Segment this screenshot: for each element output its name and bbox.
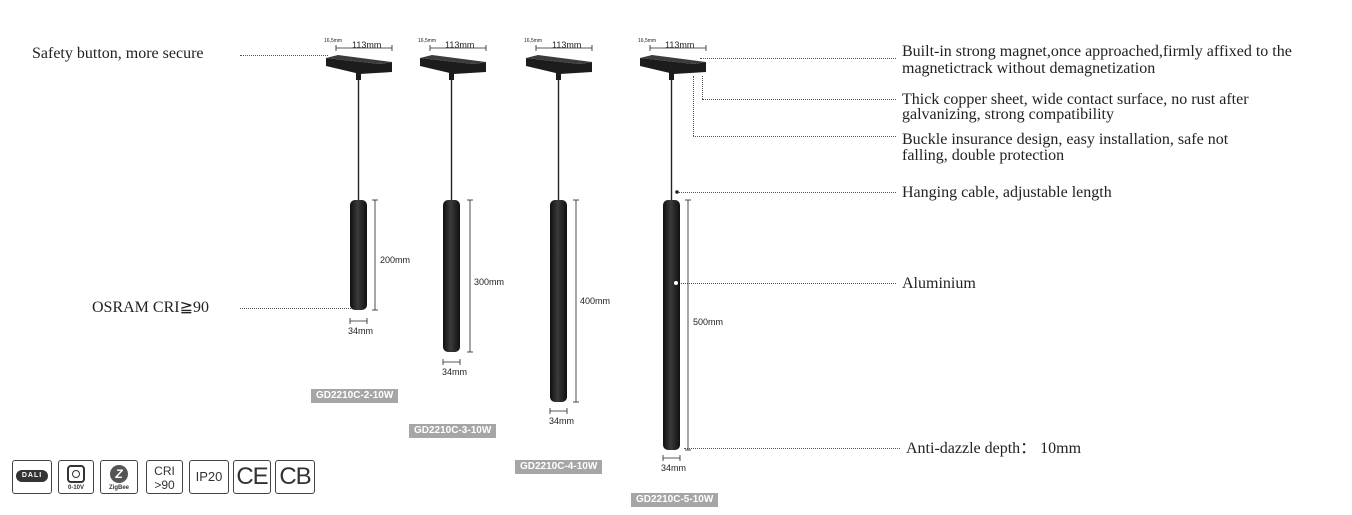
zero-ten-label: 0-10V (67, 485, 84, 491)
ip20-icon: IP20 (189, 460, 229, 494)
cri-label: CRI (154, 464, 175, 478)
height-label-2: 16,5mm (418, 38, 437, 44)
length-label-3: 400mm (580, 296, 611, 306)
length-label-2: 300mm (474, 277, 505, 287)
callout-safety-button: Safety button, more secure (32, 45, 204, 62)
leader-aluminium (676, 283, 896, 284)
diameter-label-2: 34mm (442, 367, 468, 377)
length-label-1: 200mm (380, 255, 411, 265)
width-label-3: 113mm (552, 40, 582, 50)
callout-copper-line2: galvanizing, strong compatibility (902, 106, 1114, 123)
height-label-3: 16,5mm (524, 38, 543, 44)
width-label-2: 113mm (445, 40, 475, 50)
leader-cable (677, 192, 896, 193)
cb-mark-icon: CB (275, 460, 315, 494)
model-tag-2: GD2210C-3-10W (409, 424, 497, 438)
callout-aluminium: Aluminium (902, 275, 976, 292)
ce-mark-icon: CE (233, 460, 271, 494)
fixture-4 (640, 45, 707, 461)
leader-buckle (693, 136, 896, 137)
height-label-1: 16,5mm (324, 38, 343, 44)
callout-osram-cri: OSRAM CRI≧90 (92, 299, 209, 316)
leader-magnet (700, 58, 896, 59)
fixture-2 (420, 45, 487, 365)
leader-copper (702, 99, 896, 100)
dali-icon: DALI (12, 460, 52, 494)
cri-icon: CRI >90 (146, 460, 183, 494)
callout-cable: Hanging cable, adjustable length (902, 184, 1112, 201)
leader-anti-dazzle (684, 448, 900, 449)
fixture-1 (326, 45, 393, 324)
height-label-4: 16,5mm (638, 38, 657, 44)
callout-buckle-line1: Buckle insurance design, easy installati… (902, 131, 1229, 148)
cri-value: >90 (154, 478, 175, 492)
leader-osram (240, 308, 353, 309)
leader-copper-vertical (702, 76, 703, 99)
diameter-label-3: 34mm (549, 416, 575, 426)
diameter-label-4: 34mm (661, 463, 687, 473)
width-label-1: 113mm (352, 40, 382, 50)
width-label-4: 113mm (665, 40, 695, 50)
diameter-label-1: 34mm (348, 326, 374, 336)
zigbee-icon: Z ZigBee (100, 460, 138, 494)
callout-buckle-line2: falling, double protection (902, 147, 1065, 164)
callout-copper-line1: Thick copper sheet, wide contact surface… (902, 91, 1249, 108)
model-tag-1: GD2210C-2-10W (311, 389, 399, 403)
callout-anti-dazzle: Anti-dazzle depth： 10mm (906, 440, 1082, 457)
zigbee-label: ZigBee (108, 485, 129, 491)
dali-label: DALI (16, 470, 48, 482)
leader-safety-button (240, 55, 328, 56)
model-tag-3: GD2210C-4-10W (515, 460, 603, 474)
length-label-4: 500mm (693, 317, 724, 327)
fixture-3 (526, 45, 593, 414)
leader-buckle-vertical (693, 76, 694, 136)
callout-magnet-line1: Built-in strong magnet,once approached,f… (902, 43, 1292, 60)
dimmer-0-10v-icon: 0-10V (58, 460, 94, 494)
callout-magnet-line2: magnetictrack without demagnetization (902, 60, 1156, 77)
model-tag-4: GD2210C-5-10W (631, 493, 719, 507)
